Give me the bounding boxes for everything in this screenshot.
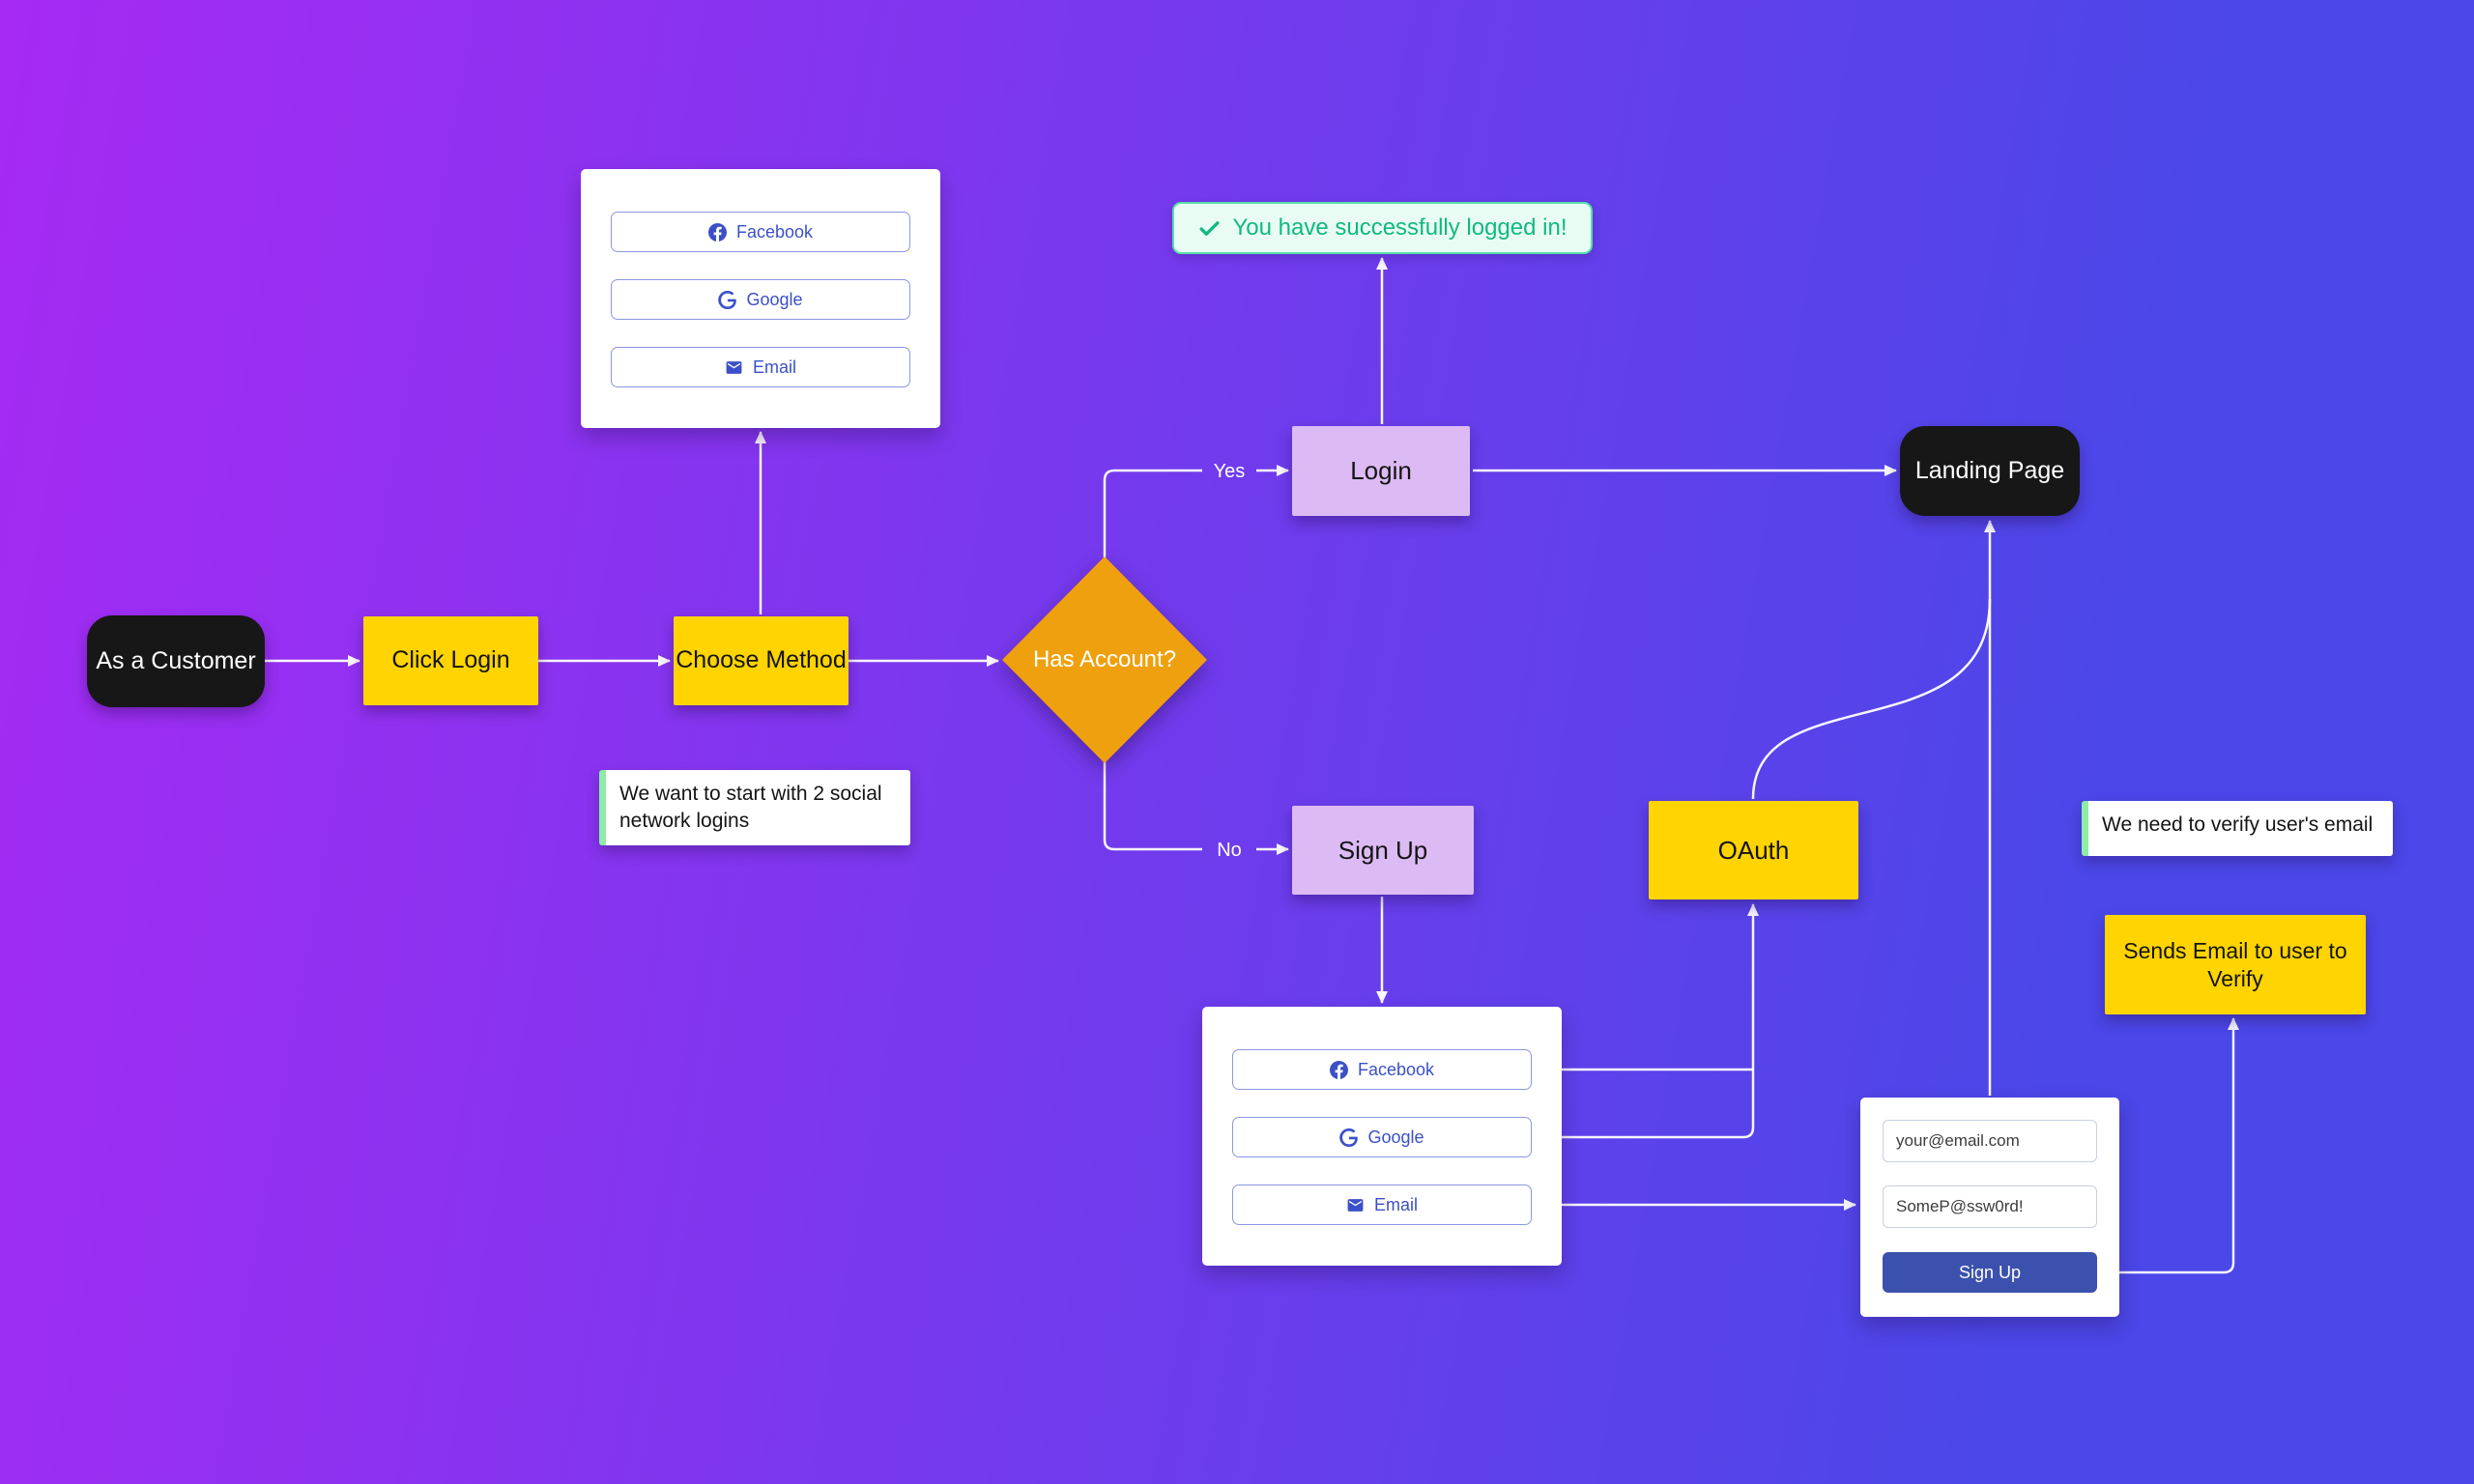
google-signup-button[interactable]: Google: [1232, 1117, 1532, 1157]
node-as-a-customer[interactable]: As a Customer: [87, 615, 265, 707]
button-label: Email: [752, 357, 796, 377]
node-label: Sign Up: [1338, 835, 1428, 865]
email-icon: [1347, 1198, 1364, 1212]
note-social-networks[interactable]: We want to start with 2 social network l…: [599, 770, 910, 845]
edge-form-to-sendsemail: [2119, 1017, 2239, 1274]
google-icon: [718, 290, 737, 309]
node-has-account[interactable]: Has Account?: [1002, 556, 1207, 763]
node-label: Sends Email to user to Verify: [2123, 937, 2347, 991]
facebook-icon: [707, 222, 727, 242]
button-label: Email: [1373, 1194, 1418, 1214]
node-label: Has Account?: [1032, 646, 1177, 673]
node-label: Click Login: [391, 646, 510, 674]
diamond-shape: Has Account?: [1002, 556, 1207, 763]
edge-oauth-to-landing-curve: [1751, 598, 1992, 800]
email-icon: [726, 360, 742, 374]
signup-form-card: Sign Up: [1860, 1098, 2119, 1317]
social-login-card-bottom: Facebook Google Email: [1202, 1007, 1562, 1266]
edge-label-no: No: [1217, 840, 1242, 861]
node-oauth[interactable]: OAuth: [1649, 801, 1858, 899]
edge-label-yes: Yes: [1214, 461, 1246, 482]
email-login-button[interactable]: Email: [611, 347, 910, 387]
edge-google-to-oauth: [1562, 903, 1759, 1139]
button-label: Google: [1367, 1127, 1424, 1147]
alert-message: You have successfully logged in!: [1232, 214, 1568, 241]
note-verify-email[interactable]: We need to verify user's email: [2082, 801, 2393, 856]
button-label: Facebook: [735, 221, 814, 242]
node-login[interactable]: Login: [1292, 426, 1470, 516]
facebook-login-button[interactable]: Facebook: [611, 212, 910, 252]
node-label: OAuth: [1717, 835, 1790, 865]
facebook-icon: [1329, 1060, 1348, 1079]
google-icon: [1339, 1127, 1359, 1147]
signup-submit-button[interactable]: Sign Up: [1883, 1252, 2097, 1293]
password-input[interactable]: [1883, 1185, 2097, 1228]
node-label: Landing Page: [1914, 456, 2065, 484]
node-label: Login: [1350, 456, 1412, 486]
facebook-signup-button[interactable]: Facebook: [1232, 1049, 1532, 1090]
node-click-login[interactable]: Click Login: [363, 616, 538, 705]
node-sends-email-to-verify[interactable]: Sends Email to user to Verify: [2105, 915, 2366, 1014]
google-login-button[interactable]: Google: [611, 279, 910, 320]
node-sign-up[interactable]: Sign Up: [1292, 806, 1474, 895]
button-label: Facebook: [1357, 1059, 1435, 1079]
social-login-card-top: Facebook Google Email: [581, 169, 940, 428]
success-alert: You have successfully logged in!: [1172, 202, 1593, 254]
email-signup-button[interactable]: Email: [1232, 1184, 1532, 1225]
node-choose-method[interactable]: Choose Method: [674, 616, 849, 705]
node-label: Choose Method: [676, 646, 847, 674]
edge-hasaccount-yes-segment: [1103, 469, 1202, 558]
note-text: We want to start with 2 social network l…: [619, 783, 882, 833]
edge-hasaccount-no-segment: [1103, 761, 1202, 851]
email-input[interactable]: [1883, 1120, 2097, 1162]
note-text: We need to verify user's email: [2102, 813, 2373, 836]
check-icon: [1199, 220, 1220, 236]
node-label: As a Customer: [96, 646, 256, 674]
button-label: Google: [746, 289, 803, 309]
node-landing-page[interactable]: Landing Page: [1900, 426, 2080, 516]
